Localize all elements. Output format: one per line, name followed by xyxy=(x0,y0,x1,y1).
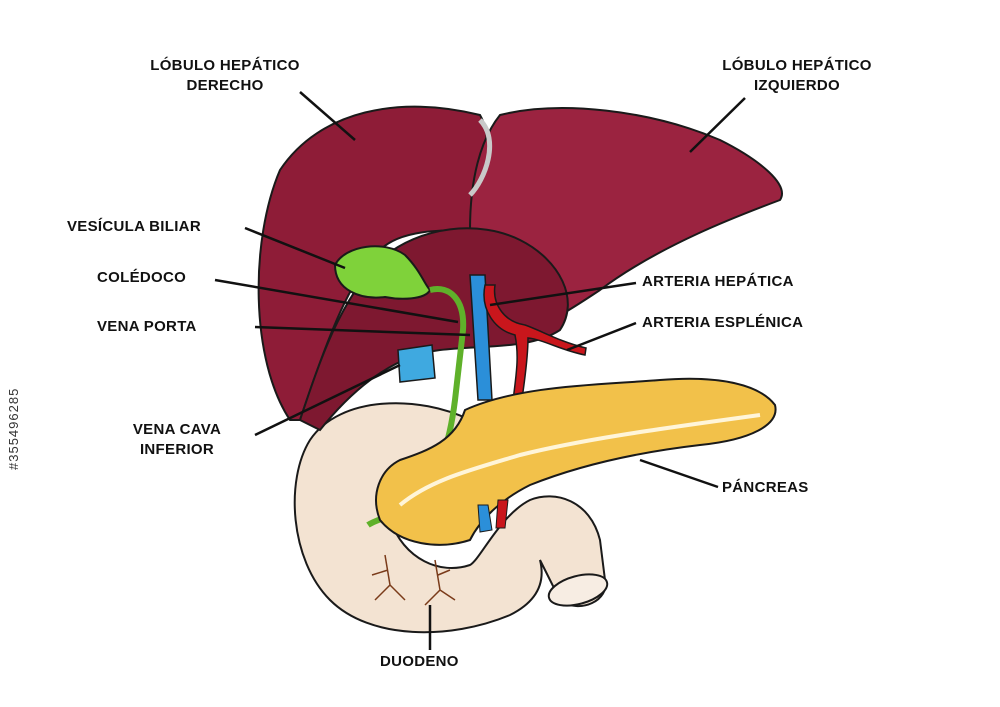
ivc-shape xyxy=(397,344,436,383)
label-common-bile-duct: COLÉDOCO xyxy=(97,269,187,286)
mesenteric-vein xyxy=(477,504,493,533)
ligament xyxy=(468,118,492,197)
leader-lines xyxy=(214,91,746,650)
label-hepatic-artery: ARTERIA HEPÁTICA xyxy=(642,273,794,290)
mesenteric-artery xyxy=(495,499,509,529)
label-left-lobe: LÓBULO HEPÁTICO IZQUIERDO xyxy=(722,57,872,94)
label-right-lobe: LÓBULO HEPÁTICO DERECHO xyxy=(150,57,300,94)
pancreas-shape xyxy=(375,377,777,546)
duodenum-vessels xyxy=(371,554,456,606)
gallbladder-shape xyxy=(333,245,432,300)
duodenum-opening xyxy=(547,573,609,607)
label-duodenum: DUODENO xyxy=(380,653,459,670)
label-pancreas: PÁNCREAS xyxy=(722,479,809,496)
stock-id-watermark: #355496285 xyxy=(6,387,21,470)
pancreatic-duct xyxy=(398,413,761,507)
label-inferior-vena-cava: VENA CAVA INFERIOR xyxy=(132,421,222,458)
label-portal-vein: VENA PORTA xyxy=(97,318,197,335)
label-splenic-artery: ARTERIA ESPLÉNICA xyxy=(642,314,804,331)
artery-shape xyxy=(483,284,587,413)
label-gallbladder: VESÍCULA BILIAR xyxy=(67,218,201,235)
